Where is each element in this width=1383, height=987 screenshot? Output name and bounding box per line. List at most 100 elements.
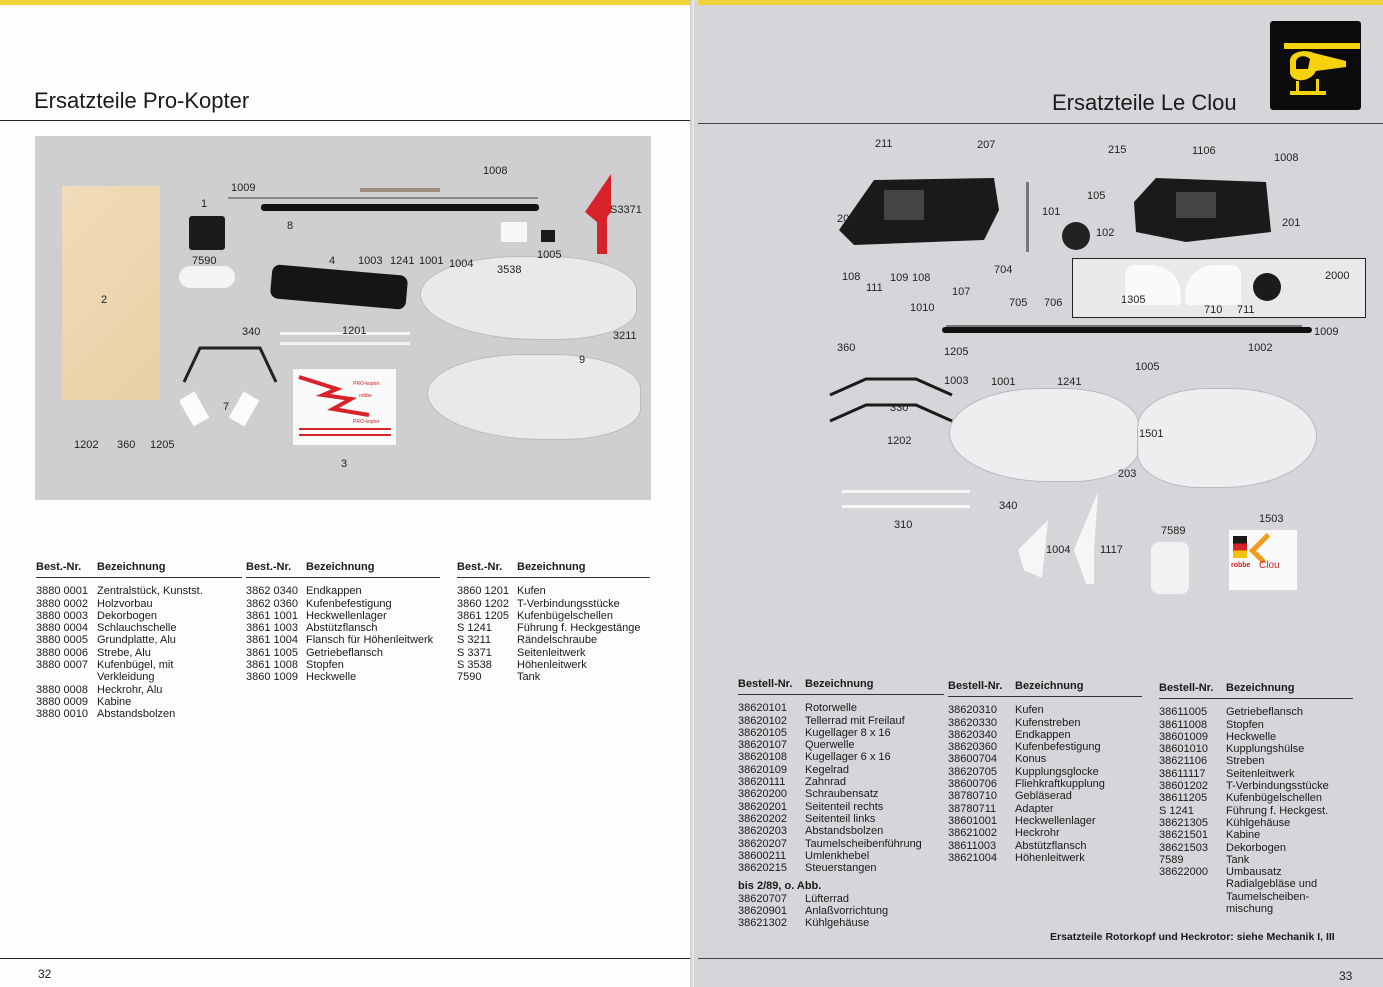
label-3538: 3538 bbox=[497, 264, 522, 276]
part-number: 38620207 bbox=[738, 837, 787, 850]
part-number: 38611003 bbox=[948, 839, 997, 852]
part-number: 38621305 bbox=[1159, 816, 1208, 829]
photo-label: 706 bbox=[1044, 297, 1063, 309]
label-7590: 7590 bbox=[192, 255, 217, 267]
label-1005: 1005 bbox=[537, 249, 562, 261]
subsection-title: bis 2/89, o. Abb. bbox=[738, 880, 822, 893]
part-description: Kugellager 8 x 16 bbox=[805, 726, 891, 739]
canopy-bottom-part bbox=[427, 354, 641, 440]
label-340: 340 bbox=[242, 326, 261, 338]
footer-note: Ersatzteile Rotorkopf und Heckrotor: sie… bbox=[1050, 931, 1335, 943]
table-row: 7589 Tank bbox=[1159, 854, 1353, 866]
tank-part bbox=[179, 266, 235, 288]
photo-label: 203 bbox=[1118, 468, 1137, 480]
title-rule bbox=[698, 123, 1383, 124]
part-number: 3861 1008 bbox=[246, 659, 298, 672]
part-description: Streben bbox=[1226, 755, 1265, 768]
page-title: Ersatzteile Le Clou bbox=[1052, 90, 1237, 115]
part-description: Dekorbogen bbox=[97, 609, 157, 622]
part-number: 3860 1202 bbox=[457, 597, 509, 610]
part-description: Endkappen bbox=[306, 585, 362, 598]
cooling-housing-right bbox=[1185, 265, 1241, 305]
photo-label: 704 bbox=[994, 264, 1013, 276]
part-description: Kühlgehäuse bbox=[805, 917, 870, 930]
part-number: 38620330 bbox=[948, 716, 997, 729]
part-description: Verkleidung bbox=[97, 671, 155, 684]
label-1001: 1001 bbox=[419, 255, 444, 267]
photo-label: 111 bbox=[866, 282, 883, 294]
label-3: 3 bbox=[341, 458, 348, 470]
table-row: 3861 1005 Getriebeflansch bbox=[246, 647, 440, 659]
footer-rule bbox=[0, 958, 690, 959]
part-number: 38621002 bbox=[948, 827, 997, 840]
header-desc: Bezeichnung bbox=[97, 561, 166, 573]
part-description: T-Verbindungsstücke bbox=[1226, 780, 1329, 793]
part-number: 3880 0010 bbox=[36, 708, 88, 721]
horizontal-stab-part bbox=[1018, 520, 1048, 578]
header-desc: Bezeichnung bbox=[805, 678, 874, 690]
tail-fin-part bbox=[585, 174, 611, 254]
part-description: Tank bbox=[517, 671, 541, 684]
part-description: Adapter bbox=[1015, 802, 1054, 815]
part-number: 3861 1005 bbox=[246, 646, 298, 659]
part-description: Höhenleitwerk bbox=[517, 659, 587, 672]
part-description: Abstützflansch bbox=[306, 622, 378, 635]
part-number: 3880 0007 bbox=[36, 659, 88, 672]
part-description: Radialgebläse und bbox=[1226, 878, 1318, 891]
part-description: mischung bbox=[1226, 903, 1274, 916]
tank-part bbox=[1151, 542, 1189, 594]
label-1201: 1201 bbox=[342, 325, 367, 337]
photo-label: 1117 bbox=[1100, 544, 1123, 556]
part-number: 3861 1001 bbox=[246, 609, 298, 622]
photo-label: 1241 bbox=[1057, 376, 1082, 388]
part-number: 38622000 bbox=[1159, 866, 1208, 879]
part-number: 3861 1004 bbox=[246, 634, 298, 647]
stabilizer-part bbox=[501, 222, 527, 242]
photo-label: 202 bbox=[837, 213, 856, 225]
skid-1-part bbox=[842, 490, 970, 493]
part-number bbox=[1159, 878, 1226, 890]
table-row: 38780711 Adapter bbox=[948, 803, 1142, 815]
decal-sheet: robbe Clou bbox=[1229, 530, 1297, 590]
page-number: 33 bbox=[1339, 969, 1353, 983]
part-number: S 3538 bbox=[457, 659, 492, 672]
crown-gear-part bbox=[1062, 222, 1090, 250]
part-description: Kabine bbox=[1226, 829, 1261, 842]
conversion-kit-box bbox=[1072, 258, 1366, 318]
part-description: Strebe, Alu bbox=[97, 646, 151, 659]
part-number bbox=[36, 671, 97, 683]
vertical-fin-part bbox=[1074, 492, 1098, 584]
part-number: 7589 bbox=[1159, 853, 1184, 866]
part-description: Tank bbox=[1226, 853, 1250, 866]
part-number: 38620201 bbox=[738, 800, 787, 813]
part-number: 38780711 bbox=[948, 802, 997, 815]
table-row: S 3538 Höhenleitwerk bbox=[457, 659, 650, 671]
decal-text-3: PRO-kopter bbox=[353, 419, 380, 425]
header-nr: Best.-Nr. bbox=[457, 561, 503, 573]
part-description: Getriebeflansch bbox=[1226, 706, 1304, 719]
label-4: 4 bbox=[329, 255, 336, 267]
part-description: Getriebeflansch bbox=[306, 646, 384, 659]
skid-struts-part bbox=[829, 377, 953, 423]
